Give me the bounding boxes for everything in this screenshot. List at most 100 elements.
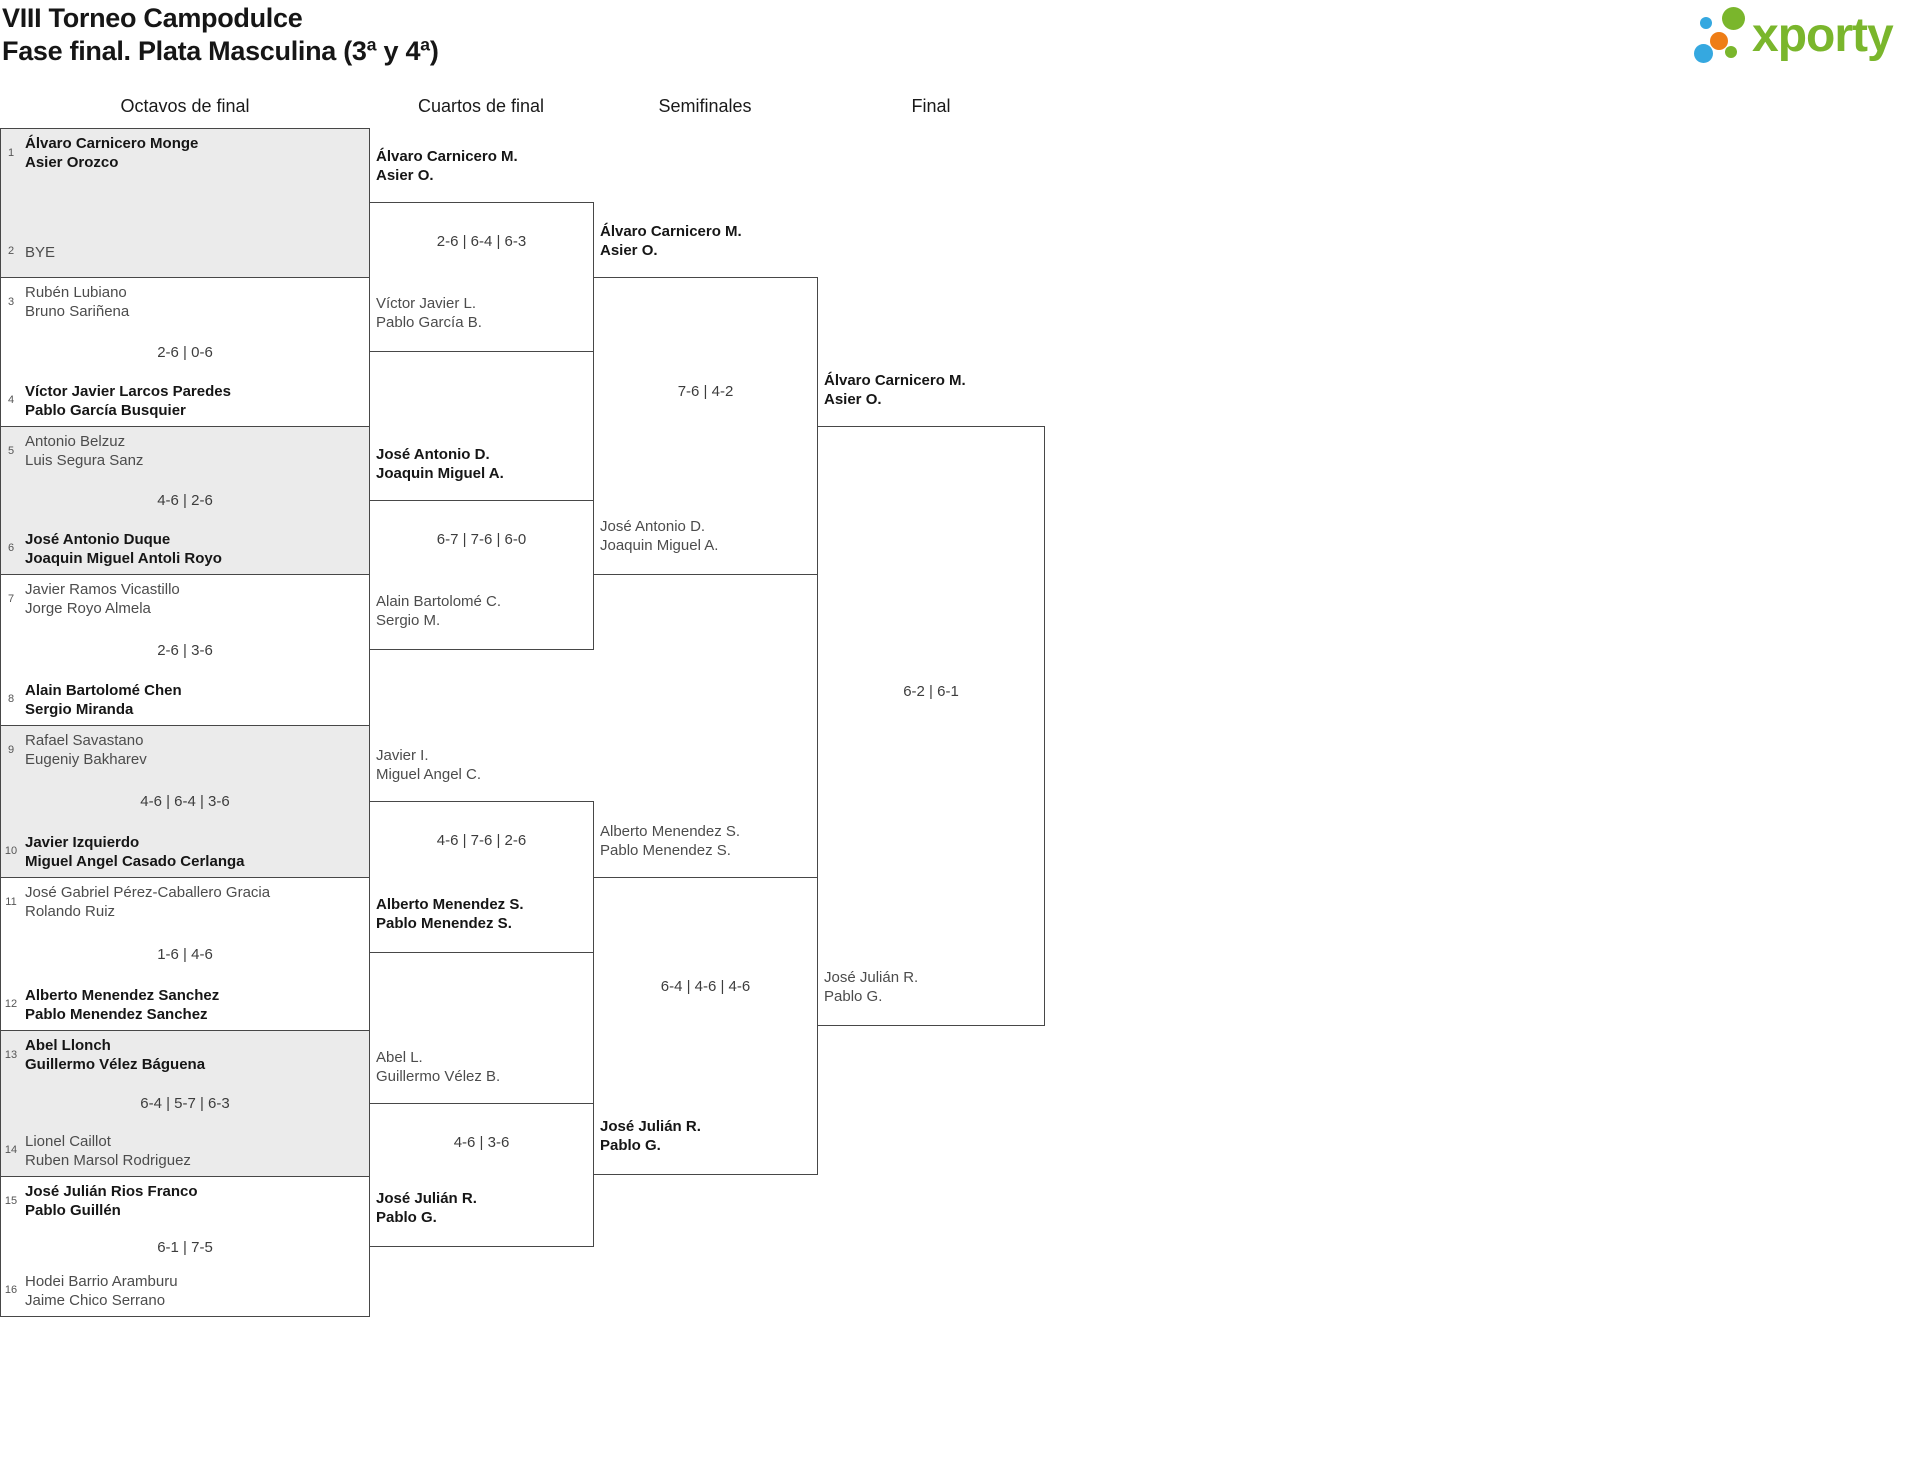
player-name: Ruben Marsol Rodriguez	[25, 1152, 191, 1169]
team-pair: Alain Bartolomé Chen Sergio Miranda	[25, 681, 182, 719]
player-name: Abel L.	[376, 1049, 423, 1066]
match-box-qf-2	[369, 500, 594, 650]
match-score: 7-6 | 4-2	[677, 383, 734, 400]
player-name: Álvaro Carnicero Monge	[25, 135, 199, 152]
player-name: Jorge Royo Almela	[25, 600, 151, 617]
seed-number: 9	[7, 744, 15, 756]
team-pair: Javier I. Miguel Angel C.	[376, 746, 481, 784]
logo-dot-icon	[1710, 32, 1728, 50]
match-box-r16-6: 11 José Gabriel Pérez-Caballero Gracia R…	[0, 877, 370, 1030]
player-name: Pablo G.	[376, 1209, 437, 1226]
match-box-r16-8: 15 José Julián Rios Franco Pablo Guillén…	[0, 1176, 370, 1317]
seed-number: 5	[7, 445, 15, 457]
team-pair: Antonio Belzuz Luis Segura Sanz	[25, 432, 143, 470]
player-name: Pablo Menendez S.	[600, 842, 731, 859]
team-pair: Álvaro Carnicero M. Asier O.	[376, 147, 518, 185]
player-name: Sergio Miranda	[25, 701, 134, 718]
seed-number: 8	[7, 693, 15, 705]
match-score: 4-6 | 6-4 | 3-6	[140, 793, 230, 810]
team-pair: Javier Ramos Vicastillo Jorge Royo Almel…	[25, 580, 180, 618]
player-name: Alberto Menendez S.	[376, 896, 524, 913]
match-score: 2-6 | 0-6	[157, 344, 213, 361]
team-pair: Álvaro Carnicero M. Asier O.	[600, 222, 742, 260]
match-score: 4-6 | 7-6 | 2-6	[436, 832, 527, 849]
seed-number: 4	[7, 394, 15, 406]
player-name: Jaime Chico Serrano	[25, 1292, 166, 1309]
player-name: Lionel Caillot	[25, 1133, 111, 1150]
match-box-sf-2	[593, 877, 818, 1175]
player-name: Víctor Javier Larcos Paredes	[25, 383, 231, 400]
player-name: Sergio M.	[376, 612, 441, 629]
match-score: 6-7 | 7-6 | 6-0	[436, 531, 527, 548]
player-name: Álvaro Carnicero M.	[376, 148, 518, 165]
player-name: Pablo G.	[600, 1137, 661, 1154]
tournament-name: VIII Torneo Campodulce	[2, 3, 303, 33]
logo-dot-icon	[1725, 46, 1737, 58]
player-name: Pablo García B.	[376, 314, 482, 331]
player-name: Luis Segura Sanz	[25, 452, 144, 469]
player-name: Rubén Lubiano	[25, 284, 127, 301]
team-pair: Hodei Barrio Aramburu Jaime Chico Serran…	[25, 1272, 178, 1310]
player-name: Alain Bartolomé C.	[376, 593, 502, 610]
round-header-semifinales: Semifinales	[658, 96, 752, 116]
player-name: Pablo Menendez Sanchez	[25, 1006, 208, 1023]
player-name: Guillermo Vélez B.	[376, 1068, 501, 1085]
seed-number: 10	[4, 845, 18, 857]
seed-number: 16	[4, 1284, 18, 1296]
team-pair: Lionel Caillot Ruben Marsol Rodriguez	[25, 1132, 191, 1170]
player-name: Álvaro Carnicero M.	[600, 223, 742, 240]
round-header-final: Final	[911, 96, 951, 116]
seed-number: 7	[7, 593, 15, 605]
player-name: Javier Izquierdo	[25, 834, 140, 851]
seed-number: 12	[4, 998, 18, 1010]
team-pair: José Gabriel Pérez-Caballero Gracia Rola…	[25, 883, 270, 921]
player-name: Pablo García Busquier	[25, 402, 186, 419]
player-name: Rolando Ruiz	[25, 903, 116, 920]
player-name: Asier O.	[600, 242, 658, 259]
match-box-r16-1: 1 Álvaro Carnicero Monge Asier Orozco 2 …	[0, 128, 370, 277]
page-title: VIII Torneo Campodulce Fase final. Plata…	[2, 2, 439, 68]
team-pair: Rafael Savastano Eugeniy Bakharev	[25, 731, 147, 769]
player-name: Miguel Angel C.	[376, 766, 482, 783]
player-name: Javier Ramos Vicastillo	[25, 581, 180, 598]
team-pair: Abel Llonch Guillermo Vélez Báguena	[25, 1036, 205, 1074]
team-pair: Víctor Javier L. Pablo García B.	[376, 294, 482, 332]
team-pair: José Julián Rios Franco Pablo Guillén	[25, 1182, 198, 1220]
player-name: Asier O.	[824, 391, 882, 408]
match-box-r16-2: 3 Rubén Lubiano Bruno Sariñena 2-6 | 0-6…	[0, 277, 370, 426]
player-name: Joaquin Miguel Antoli Royo	[25, 550, 222, 567]
logo-dot-icon	[1700, 17, 1712, 29]
team-pair: Rubén Lubiano Bruno Sariñena	[25, 283, 129, 321]
team-pair: José Julián R. Pablo G.	[600, 1117, 701, 1155]
xporty-logo[interactable]: xporty	[1690, 2, 1918, 70]
player-name: José Gabriel Pérez-Caballero Gracia	[25, 884, 271, 901]
match-score: 4-6 | 2-6	[157, 492, 213, 509]
player-name: José Julián Rios Franco	[25, 1183, 198, 1200]
logo-dot-icon	[1722, 7, 1745, 30]
player-name: Rafael Savastano	[25, 732, 144, 749]
match-box-final	[817, 426, 1045, 1026]
match-score: 2-6 | 3-6	[157, 642, 213, 659]
team-pair: Alberto Menendez S. Pablo Menendez S.	[600, 822, 740, 860]
match-box-r16-3: 5 Antonio Belzuz Luis Segura Sanz 4-6 | …	[0, 426, 370, 574]
player-name: Antonio Belzuz	[25, 433, 126, 450]
player-name: Eugeniy Bakharev	[25, 751, 147, 768]
match-box-r16-4: 7 Javier Ramos Vicastillo Jorge Royo Alm…	[0, 574, 370, 725]
phase-subtitle: Fase final. Plata Masculina (3ª y 4ª)	[2, 36, 439, 66]
team-pair: José Julián R. Pablo G.	[376, 1189, 477, 1227]
player-name: José Antonio D.	[600, 518, 706, 535]
match-score: 6-4 | 4-6 | 4-6	[660, 978, 751, 995]
team-pair: José Julián R. Pablo G.	[824, 968, 918, 1006]
player-name: Pablo G.	[824, 988, 883, 1005]
team-pair: Alberto Menendez S. Pablo Menendez S.	[376, 895, 524, 933]
match-score: 6-4 | 5-7 | 6-3	[140, 1095, 230, 1112]
team-pair: Víctor Javier Larcos Paredes Pablo Garcí…	[25, 382, 231, 420]
seed-number: 13	[4, 1049, 18, 1061]
match-box-r16-5: 9 Rafael Savastano Eugeniy Bakharev 4-6 …	[0, 725, 370, 877]
seed-number: 15	[4, 1195, 18, 1207]
match-box-qf-4	[369, 1103, 594, 1247]
match-box-r16-7: 13 Abel Llonch Guillermo Vélez Báguena 6…	[0, 1030, 370, 1176]
seed-number: 1	[7, 147, 15, 159]
player-name: José Julián R.	[600, 1118, 701, 1135]
